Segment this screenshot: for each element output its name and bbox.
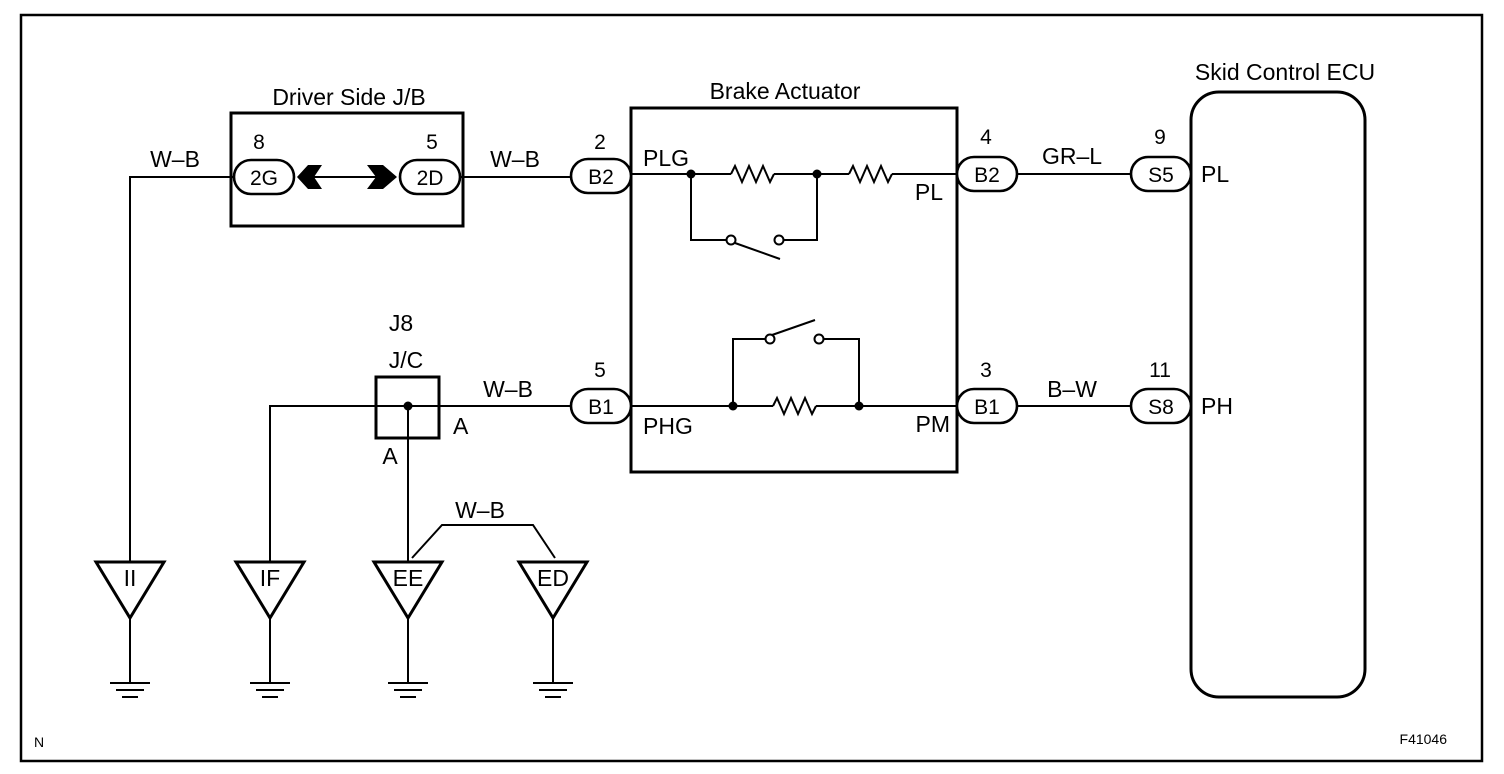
ground-ii: II — [93, 560, 167, 698]
connector-s8: S8 — [1129, 387, 1193, 425]
svg-text:2G: 2G — [250, 167, 278, 190]
resistor-2 — [848, 163, 893, 185]
jb-right-chevron-icon — [367, 165, 397, 189]
wire-label-w4: W–B — [455, 497, 505, 523]
brake-actuator-title: Brake Actuator — [710, 78, 861, 104]
connector-b1-in: B1 — [569, 387, 633, 425]
wire-label-w2: W–B — [490, 146, 540, 172]
svg-text:S5: S5 — [1148, 164, 1174, 187]
junction-connector-j8: J8 J/C A A — [374, 310, 469, 469]
resistor-1 — [730, 163, 775, 185]
wire-if-to-jc — [269, 405, 439, 562]
ground-symbol-icon — [533, 682, 573, 698]
jc-name: J/C — [389, 347, 424, 373]
driver-jb-title: Driver Side J/B — [272, 84, 425, 110]
actuator-bottom-circuit — [631, 319, 957, 417]
ground-if: IF — [233, 560, 307, 698]
jc-terminal-a-right: A — [453, 413, 469, 439]
ground-ed: ED — [516, 560, 590, 698]
pin-11: 11 — [1149, 359, 1171, 382]
svg-text:EE: EE — [393, 565, 424, 591]
terminal-pl-actuator: PL — [915, 179, 943, 205]
brake-actuator: Brake Actuator PLG PL PHG PM — [629, 78, 959, 474]
driver-side-jb: Driver Side J/B 8 5 2G 2D — [229, 84, 465, 228]
svg-text:B1: B1 — [974, 396, 1000, 419]
ground-symbol-icon — [388, 682, 428, 698]
terminal-plg: PLG — [643, 145, 689, 171]
connector-b1-out: B1 — [955, 387, 1019, 425]
svg-text:ED: ED — [537, 565, 569, 591]
ecu-terminal-ph: PH — [1201, 393, 1233, 419]
wire-label-ph: B–W — [1047, 376, 1097, 402]
diagram-frame — [19, 13, 1484, 763]
switch-2 — [771, 319, 816, 336]
ground-symbol-icon — [110, 682, 150, 698]
jc-terminal-a-bottom: A — [382, 443, 398, 469]
jc-id: J8 — [389, 310, 413, 336]
ground-symbol-icon — [250, 682, 290, 698]
switch-1 — [734, 242, 781, 260]
wire-label-w3: W–B — [483, 376, 533, 402]
wire-ii-to-2g — [129, 176, 234, 562]
svg-text:S8: S8 — [1148, 396, 1174, 419]
actuator-top-circuit — [631, 163, 957, 260]
terminal-pm: PM — [916, 411, 951, 437]
wire-label-pl: GR–L — [1042, 143, 1102, 169]
corner-letter: N — [34, 734, 44, 750]
svg-text:IF: IF — [260, 565, 280, 591]
wire-label-w1: W–B — [150, 146, 200, 172]
svg-text:2D: 2D — [417, 167, 444, 190]
svg-text:B1: B1 — [588, 396, 614, 419]
figure-code: F41046 — [1400, 731, 1448, 747]
svg-text:II: II — [124, 565, 137, 591]
resistor-3 — [772, 395, 817, 417]
svg-text:B2: B2 — [974, 164, 1000, 187]
ground-ee: EE — [371, 560, 445, 698]
skid-ecu-title: Skid Control ECU — [1195, 59, 1375, 85]
ecu-terminal-pl: PL — [1201, 161, 1229, 187]
wire-ee-to-ed — [411, 524, 556, 559]
pin-4: 4 — [980, 126, 992, 149]
pin-8: 8 — [253, 131, 265, 154]
pin-2: 2 — [594, 131, 606, 154]
pin-5-jb: 5 — [426, 131, 438, 154]
connector-b2-in: B2 — [569, 157, 633, 195]
pin-5-act: 5 — [594, 359, 606, 382]
connector-2g: 2G — [232, 158, 296, 196]
connector-b2-out: B2 — [955, 155, 1019, 193]
terminal-phg: PHG — [643, 413, 693, 439]
pin-3: 3 — [980, 359, 992, 382]
connector-2d: 2D — [398, 158, 462, 196]
svg-text:B2: B2 — [588, 166, 614, 189]
skid-control-ecu: Skid Control ECU PL PH — [1189, 59, 1375, 699]
connector-s5: S5 — [1129, 155, 1193, 193]
pin-9: 9 — [1154, 126, 1166, 149]
jb-left-chevron-icon — [297, 165, 322, 189]
